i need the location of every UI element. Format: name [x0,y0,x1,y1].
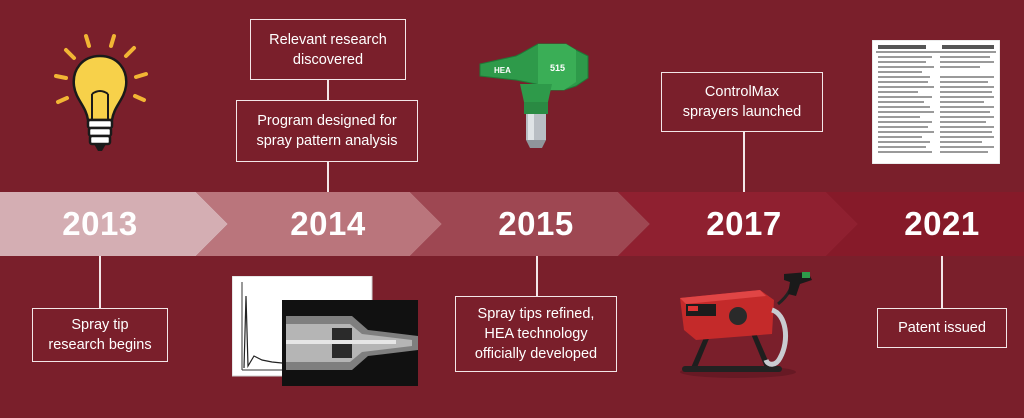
connector-2017 [743,132,745,192]
milestone-box-research-discovered: Relevant research discovered [250,19,406,80]
box-line: Program designed for [257,113,397,129]
milestone-box-tips-refined: Spray tips refined, HEA technology officia… [455,296,617,372]
year-label-2021: 2021 [904,205,980,242]
year-label-2015: 2015 [498,205,574,242]
spray-tip-label-right: 515 [550,63,565,73]
box-line: discovered [292,51,364,68]
box-line: officially developed [474,346,598,362]
arrow-segment-2013 [0,192,228,256]
arrow-segment-2021 [826,192,1024,256]
arrow-segment-2017 [618,192,858,256]
box-line: Spray tip [71,317,129,333]
milestone-box-sprayers-launched: ControlMax sprayers launched [661,72,823,132]
connector-2014-top [327,80,329,100]
milestone-box-research-begins: Spray tip research begins [32,308,168,362]
box-line: HEA technology [484,326,588,342]
year-label-2017: 2017 [706,205,782,242]
box-line: ControlMax [704,84,780,100]
connector-2013 [99,256,101,308]
year-label-2014: 2014 [290,205,366,242]
box-line: Patent issued [898,320,986,336]
box-line: Relevant research [269,31,387,48]
spray-tip-label-left: HEA [494,66,511,75]
arrow-segment-2015 [410,192,650,256]
box-line: spray pattern analysis [256,133,398,149]
paint-sprayer-icon [680,272,812,378]
milestone-box-patent-issued: Patent issued [877,308,1007,348]
lightbulb-icon [54,34,148,151]
box-line: Spray tips refined, [477,306,595,322]
box-line: sprayers launched [682,104,802,120]
patent-document-icon [872,40,1000,164]
spray-tip-icon: HEA 515 [479,43,589,148]
arrow-segment-2014 [196,192,442,256]
connector-2015 [536,256,538,296]
milestone-box-program-designed: Program designed for spray pattern analys… [236,100,418,162]
connector-2021 [941,256,943,308]
connector-2014 [327,162,329,192]
timeline-arrow-band [0,192,1024,256]
box-line: research begins [48,337,152,353]
year-label-2013: 2013 [62,205,138,242]
spray-pattern-chart-icon [232,276,418,386]
